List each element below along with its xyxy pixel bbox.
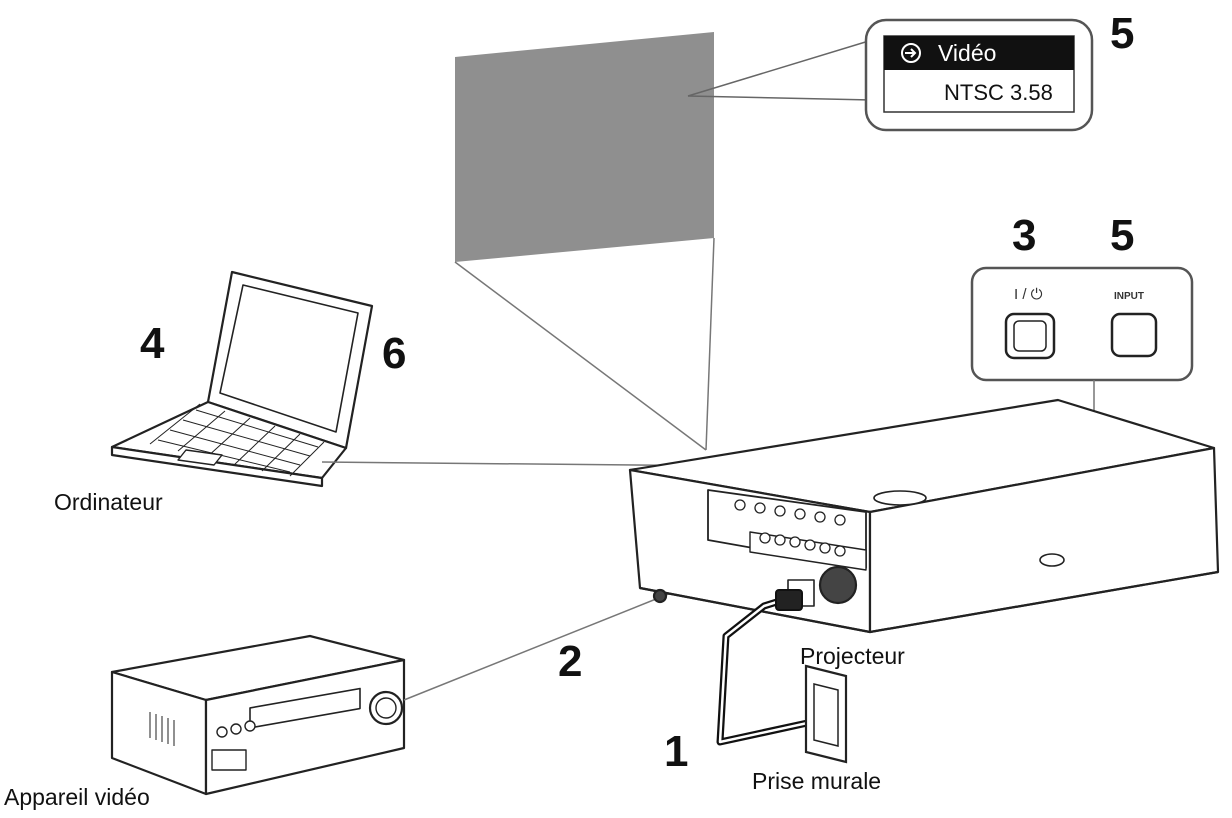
step-2: 2 bbox=[558, 637, 583, 686]
osd-signal: NTSC 3.58 bbox=[944, 80, 1053, 105]
step-6: 6 bbox=[382, 329, 407, 378]
video-device-label: Appareil vidéo bbox=[4, 784, 150, 810]
osd-input-name: Vidéo bbox=[938, 40, 997, 66]
step-1: 1 bbox=[664, 727, 689, 776]
step-3: 3 bbox=[1012, 211, 1037, 260]
projector-label: Projecteur bbox=[800, 643, 905, 669]
power-button-label: I / ⏻ bbox=[1014, 286, 1043, 303]
power-button bbox=[1004, 312, 1056, 360]
computer-label: Ordinateur bbox=[54, 489, 163, 515]
wall-outlet bbox=[804, 664, 848, 764]
input-icon bbox=[901, 43, 921, 63]
step-5-osd: 5 bbox=[1110, 9, 1135, 58]
video-device-illustration bbox=[110, 634, 406, 796]
wall-outlet-label: Prise murale bbox=[752, 768, 882, 794]
laptop-illustration bbox=[110, 270, 374, 488]
projector-illustration bbox=[628, 398, 1220, 634]
projection-screen bbox=[454, 32, 873, 451]
input-button bbox=[1110, 312, 1158, 358]
step-5-panel: 5 bbox=[1110, 211, 1135, 260]
osd-callout bbox=[864, 18, 1094, 132]
step-4: 4 bbox=[140, 319, 165, 368]
input-button-label: INPUT bbox=[1114, 291, 1144, 302]
